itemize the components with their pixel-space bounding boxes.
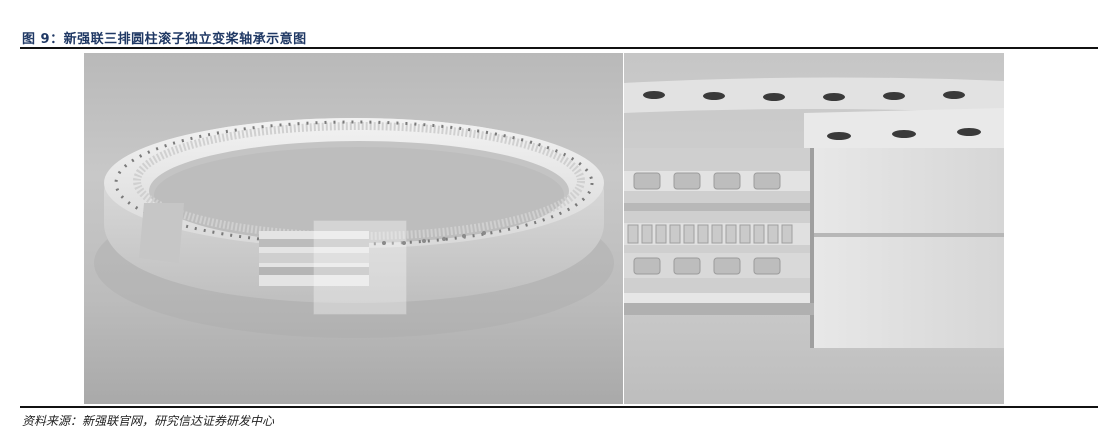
bearing-section-illustration xyxy=(624,77,1004,348)
truncated-body-text xyxy=(0,0,1110,8)
top-rule-divider xyxy=(20,47,1098,49)
bearing-ring-illustration xyxy=(94,118,614,338)
figure-title: 图 9：新强联三排圆柱滚子独立变桨轴承示意图 xyxy=(22,32,307,47)
bearing-overview-image xyxy=(84,53,623,404)
figure-source: 资料来源：新强联官网，研究信达证券研发中心 xyxy=(22,414,275,428)
bearing-closeup-image xyxy=(624,53,1004,404)
bottom-rule-divider xyxy=(20,406,1098,408)
